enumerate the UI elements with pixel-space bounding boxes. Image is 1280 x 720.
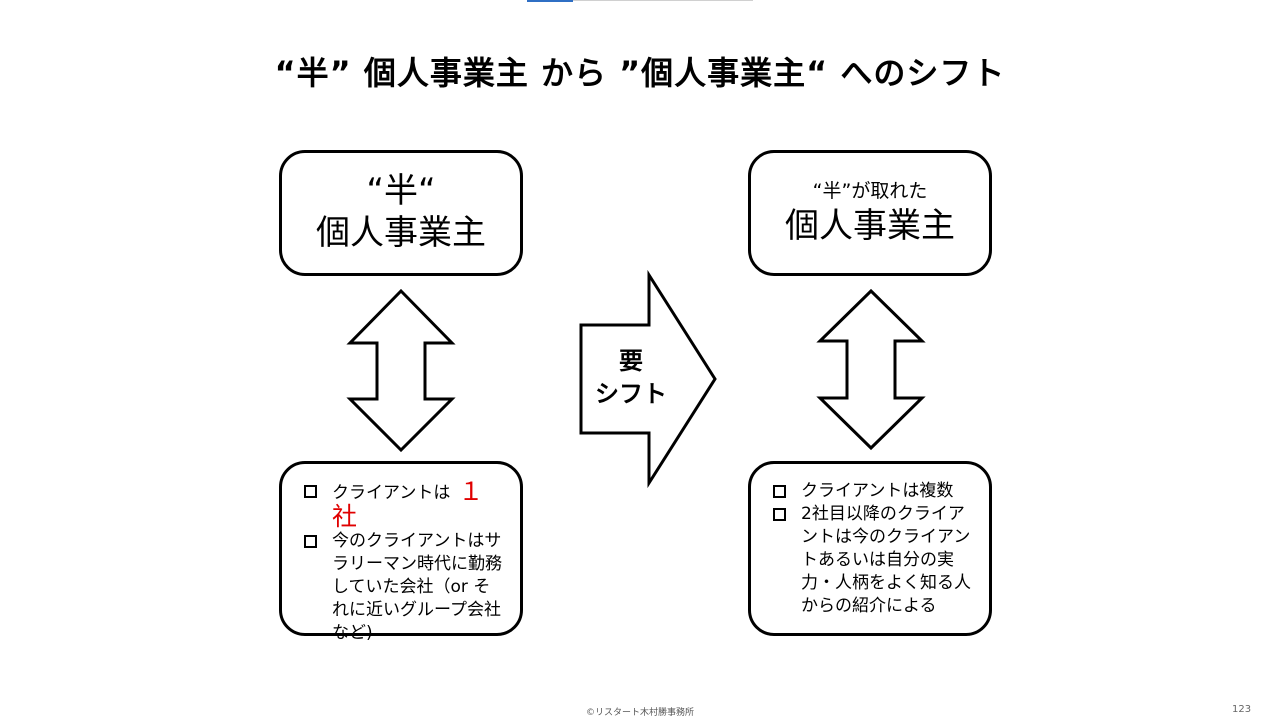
checkbox-square-icon bbox=[773, 508, 786, 521]
shift-arrow-label: 要 シフト bbox=[585, 345, 677, 411]
sole-proprietor-label: 個人事業主 bbox=[785, 206, 955, 246]
page-title: “半” 個人事業主 から ”個人事業主“ へのシフト bbox=[274, 54, 1006, 92]
page-number: 123 bbox=[1232, 704, 1252, 715]
arrow-right-icon bbox=[579, 269, 717, 489]
shift-arrow-line2: シフト bbox=[595, 380, 667, 408]
list-item: 今のクライアントはサラリーマン時代に勤務していた会社（or それに近いグループ会… bbox=[302, 530, 506, 645]
top-accent-bar bbox=[527, 0, 573, 2]
double-arrow-vertical-icon bbox=[816, 288, 926, 451]
one-company-highlight: １社 bbox=[332, 477, 484, 531]
semi-label: “半“ bbox=[366, 171, 436, 211]
checkbox-square-icon bbox=[304, 485, 317, 498]
semi-removed-label: “半”が取れた bbox=[812, 180, 928, 202]
list-item-text: 2社目以降のクライアントは今のクライアントあるいは自分の実力・人柄をよく知る人か… bbox=[801, 504, 971, 616]
full-client-list-box: クライアントは複数 2社目以降のクライアントは今のクライアントあるいは自分の実力… bbox=[748, 461, 992, 636]
list-item-text: クライアントは bbox=[332, 483, 451, 503]
semi-sole-proprietor-box: “半“ 個人事業主 bbox=[279, 150, 523, 276]
list-item-text: クライアントは複数 bbox=[801, 481, 954, 501]
shift-arrow-line1: 要 bbox=[619, 347, 643, 375]
checklist: クライアントは複数 2社目以降のクライアントは今のクライアントあるいは自分の実力… bbox=[751, 464, 989, 618]
checkbox-square-icon bbox=[773, 485, 786, 498]
sole-proprietor-label: 個人事業主 bbox=[316, 213, 486, 253]
list-item-text: 今のクライアントはサラリーマン時代に勤務していた会社（or それに近いグループ会… bbox=[332, 531, 502, 643]
footer-copyright: ©リスタート木村勝事務所 bbox=[585, 708, 694, 718]
top-divider bbox=[573, 0, 753, 1]
full-sole-proprietor-box: “半”が取れた 個人事業主 bbox=[748, 150, 992, 276]
list-item: クライアントは複数 bbox=[771, 480, 975, 503]
double-arrow-vertical-icon bbox=[346, 288, 456, 453]
list-item: 2社目以降のクライアントは今のクライアントあるいは自分の実力・人柄をよく知る人か… bbox=[771, 503, 975, 618]
checkbox-square-icon bbox=[304, 535, 317, 548]
